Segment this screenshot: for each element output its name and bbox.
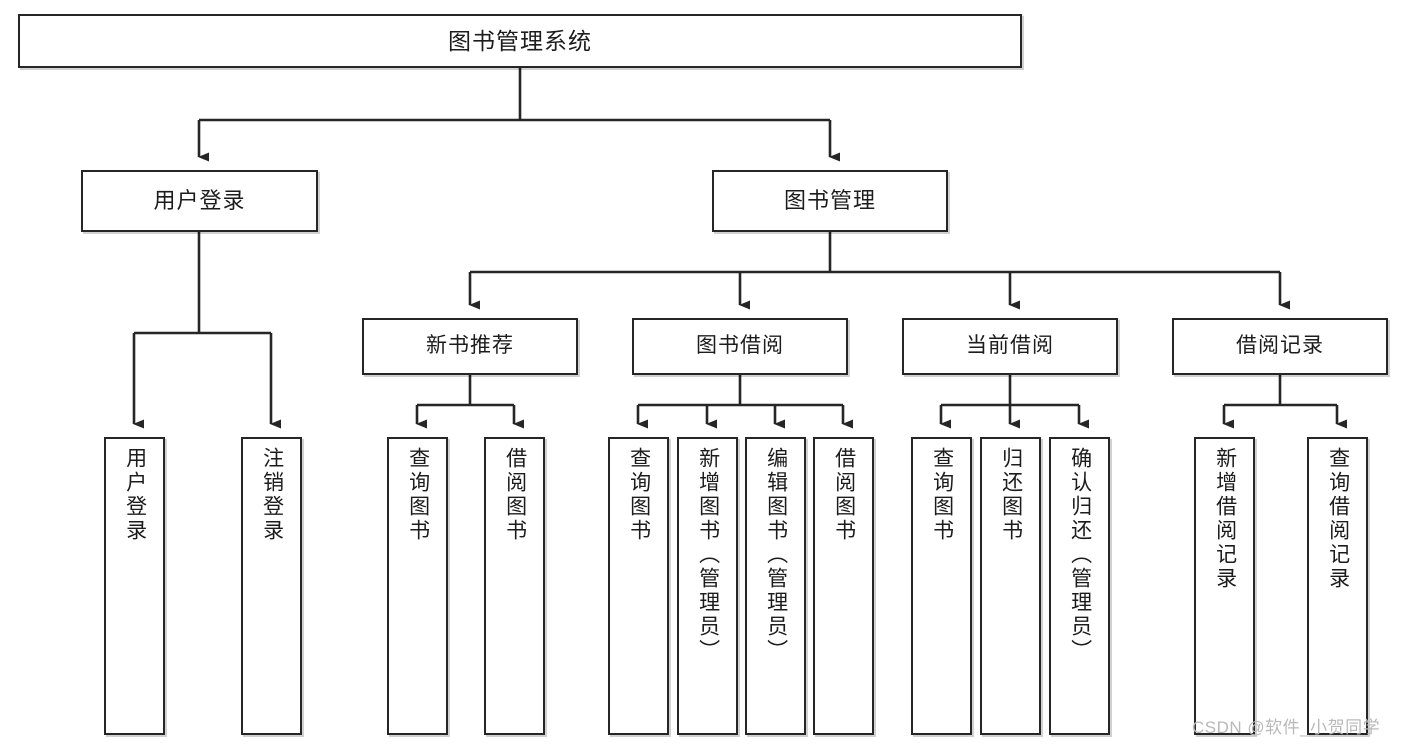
- node-leaf-label: 用户登录: [123, 447, 147, 543]
- csdn-watermark: CSDN @软件_小贺同学: [1192, 718, 1381, 737]
- node-borrow-record[interactable]: 借阅记录: [1172, 318, 1388, 375]
- node-user-login-label: 用户登录: [153, 188, 246, 214]
- node-leaf-currentborrow-return-book[interactable]: 归还图书: [980, 437, 1041, 735]
- node-leaf-label: 注销登录: [260, 447, 284, 543]
- node-leaf-borrowrecord-add-record[interactable]: 新增借阅记录: [1194, 437, 1255, 735]
- node-leaf-label: 编辑图书（管理员）: [764, 447, 788, 663]
- node-new-book-recommend[interactable]: 新书推荐: [362, 318, 578, 375]
- node-leaf-newbook-borrow-book[interactable]: 借阅图书: [484, 437, 545, 735]
- node-leaf-bookborrow-add-book[interactable]: 新增图书（管理员）: [677, 437, 738, 735]
- node-user-login[interactable]: 用户登录: [81, 170, 318, 232]
- node-leaf-label: 借阅图书: [832, 447, 856, 543]
- node-leaf-currentborrow-confirm-return[interactable]: 确认归还（管理员）: [1049, 437, 1110, 735]
- node-leaf-label: 借阅图书: [503, 447, 527, 543]
- node-book-management[interactable]: 图书管理: [712, 170, 948, 232]
- node-leaf-currentborrow-query-book[interactable]: 查询图书: [911, 437, 972, 735]
- node-root-book-management-system[interactable]: 图书管理系统: [18, 14, 1022, 68]
- node-borrow-record-label: 借阅记录: [1236, 334, 1324, 358]
- node-leaf-bookborrow-borrow-book[interactable]: 借阅图书: [813, 437, 874, 735]
- node-leaf-newbook-query-book[interactable]: 查询图书: [387, 437, 448, 735]
- node-leaf-label: 确认归还（管理员）: [1068, 447, 1092, 663]
- node-leaf-label: 查询借阅记录: [1326, 447, 1350, 591]
- node-leaf-user-login-signin[interactable]: 用户登录: [104, 437, 165, 735]
- node-leaf-label: 归还图书: [999, 447, 1023, 543]
- node-leaf-label: 新增借阅记录: [1213, 447, 1237, 591]
- node-root-label: 图书管理系统: [448, 27, 592, 54]
- node-book-borrow-label: 图书借阅: [696, 334, 784, 358]
- node-leaf-label: 查询图书: [930, 447, 954, 543]
- node-current-borrow[interactable]: 当前借阅: [902, 318, 1118, 375]
- node-leaf-label: 新增图书（管理员）: [696, 447, 720, 663]
- node-leaf-label: 查询图书: [627, 447, 651, 543]
- node-new-book-recommend-label: 新书推荐: [426, 334, 514, 358]
- node-leaf-bookborrow-query-book[interactable]: 查询图书: [608, 437, 669, 735]
- node-book-borrow[interactable]: 图书借阅: [632, 318, 848, 375]
- node-leaf-label: 查询图书: [406, 447, 430, 543]
- node-leaf-user-login-signout[interactable]: 注销登录: [241, 437, 302, 735]
- node-leaf-bookborrow-edit-book[interactable]: 编辑图书（管理员）: [745, 437, 806, 735]
- node-book-management-label: 图书管理: [783, 188, 876, 214]
- node-current-borrow-label: 当前借阅: [966, 334, 1054, 358]
- node-leaf-borrowrecord-query-record[interactable]: 查询借阅记录: [1307, 437, 1368, 735]
